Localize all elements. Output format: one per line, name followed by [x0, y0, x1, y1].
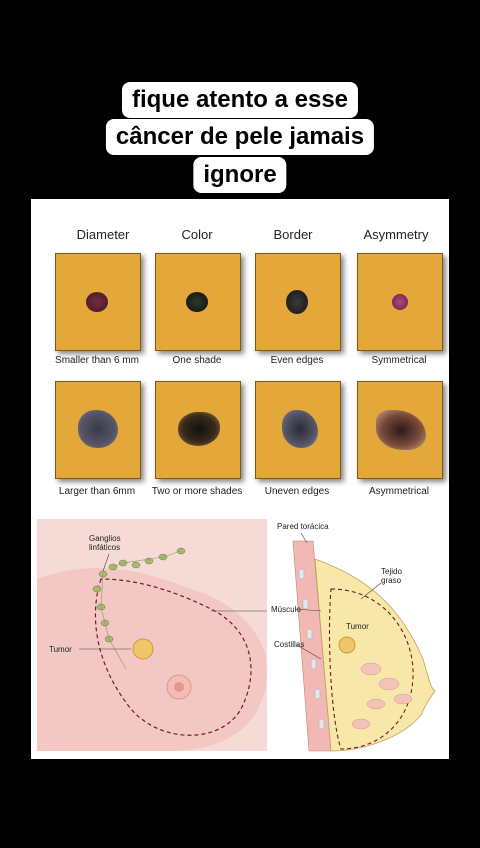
label-two-or-more-shades: Two or more shades [151, 486, 243, 497]
label-tumor-left: Tumor [49, 645, 72, 654]
caption-line-1: fique atento a esse [121, 82, 359, 118]
breast-shape [37, 568, 267, 751]
label-asymmetrical: Asymmetrical [368, 486, 429, 497]
label-larger-than-6mm: Larger than 6mm [58, 486, 136, 497]
label-even-edges: Even edges [270, 355, 324, 366]
label-linfaticos: linfáticos [89, 543, 120, 552]
caption-line-2: câncer de pele jamais [105, 119, 375, 155]
mole-asymmetrical-image [357, 381, 443, 479]
tumor-region-outline [94, 578, 252, 736]
mole-symmetrical-image [357, 253, 443, 351]
tumor-left [132, 638, 154, 660]
lymph-nodes [92, 547, 186, 643]
label-uneven-edges: Uneven edges [264, 486, 330, 497]
nipple [174, 682, 184, 692]
mole-even-edges-image [255, 253, 341, 351]
header-color: Color [181, 227, 213, 242]
breast-anatomy-illustration: Ganglios linfáticos Tumor Pared torácica… [37, 519, 449, 752]
label-smaller-than-6mm: Smaller than 6 mm [55, 355, 139, 366]
mole-one-shade-image [155, 253, 241, 351]
header-diameter: Diameter [76, 227, 130, 242]
header-asymmetry: Asymmetry [363, 227, 429, 242]
label-tejido: Tejido [381, 567, 402, 576]
tumor-right [338, 636, 356, 654]
mole-small-diameter-image [55, 253, 141, 351]
ribs [298, 568, 325, 730]
label-pared-toracica: Pared torácica [277, 522, 329, 531]
label-tumor-right: Tumor [346, 622, 369, 631]
label-musculo: Músculo [271, 605, 301, 614]
header-border: Border [273, 227, 313, 242]
label-graso: graso [381, 576, 402, 585]
mole-large-diameter-image [55, 381, 141, 479]
infographic-panel: Diameter Color Border Asymmetry Smaller … [31, 199, 449, 759]
label-symmetrical: Symmetrical [371, 355, 427, 366]
mole-uneven-edges-image [255, 381, 341, 479]
label-costillas: Costillas [274, 640, 304, 649]
label-ganglios: Ganglios [89, 534, 121, 543]
caption-line-3: ignore [193, 157, 287, 193]
glandular-lobes [351, 662, 413, 730]
lymph-vessels [100, 550, 182, 670]
mole-multi-shade-image [155, 381, 241, 479]
label-one-shade: One shade [172, 355, 222, 366]
side-tumor-outline [328, 588, 414, 750]
